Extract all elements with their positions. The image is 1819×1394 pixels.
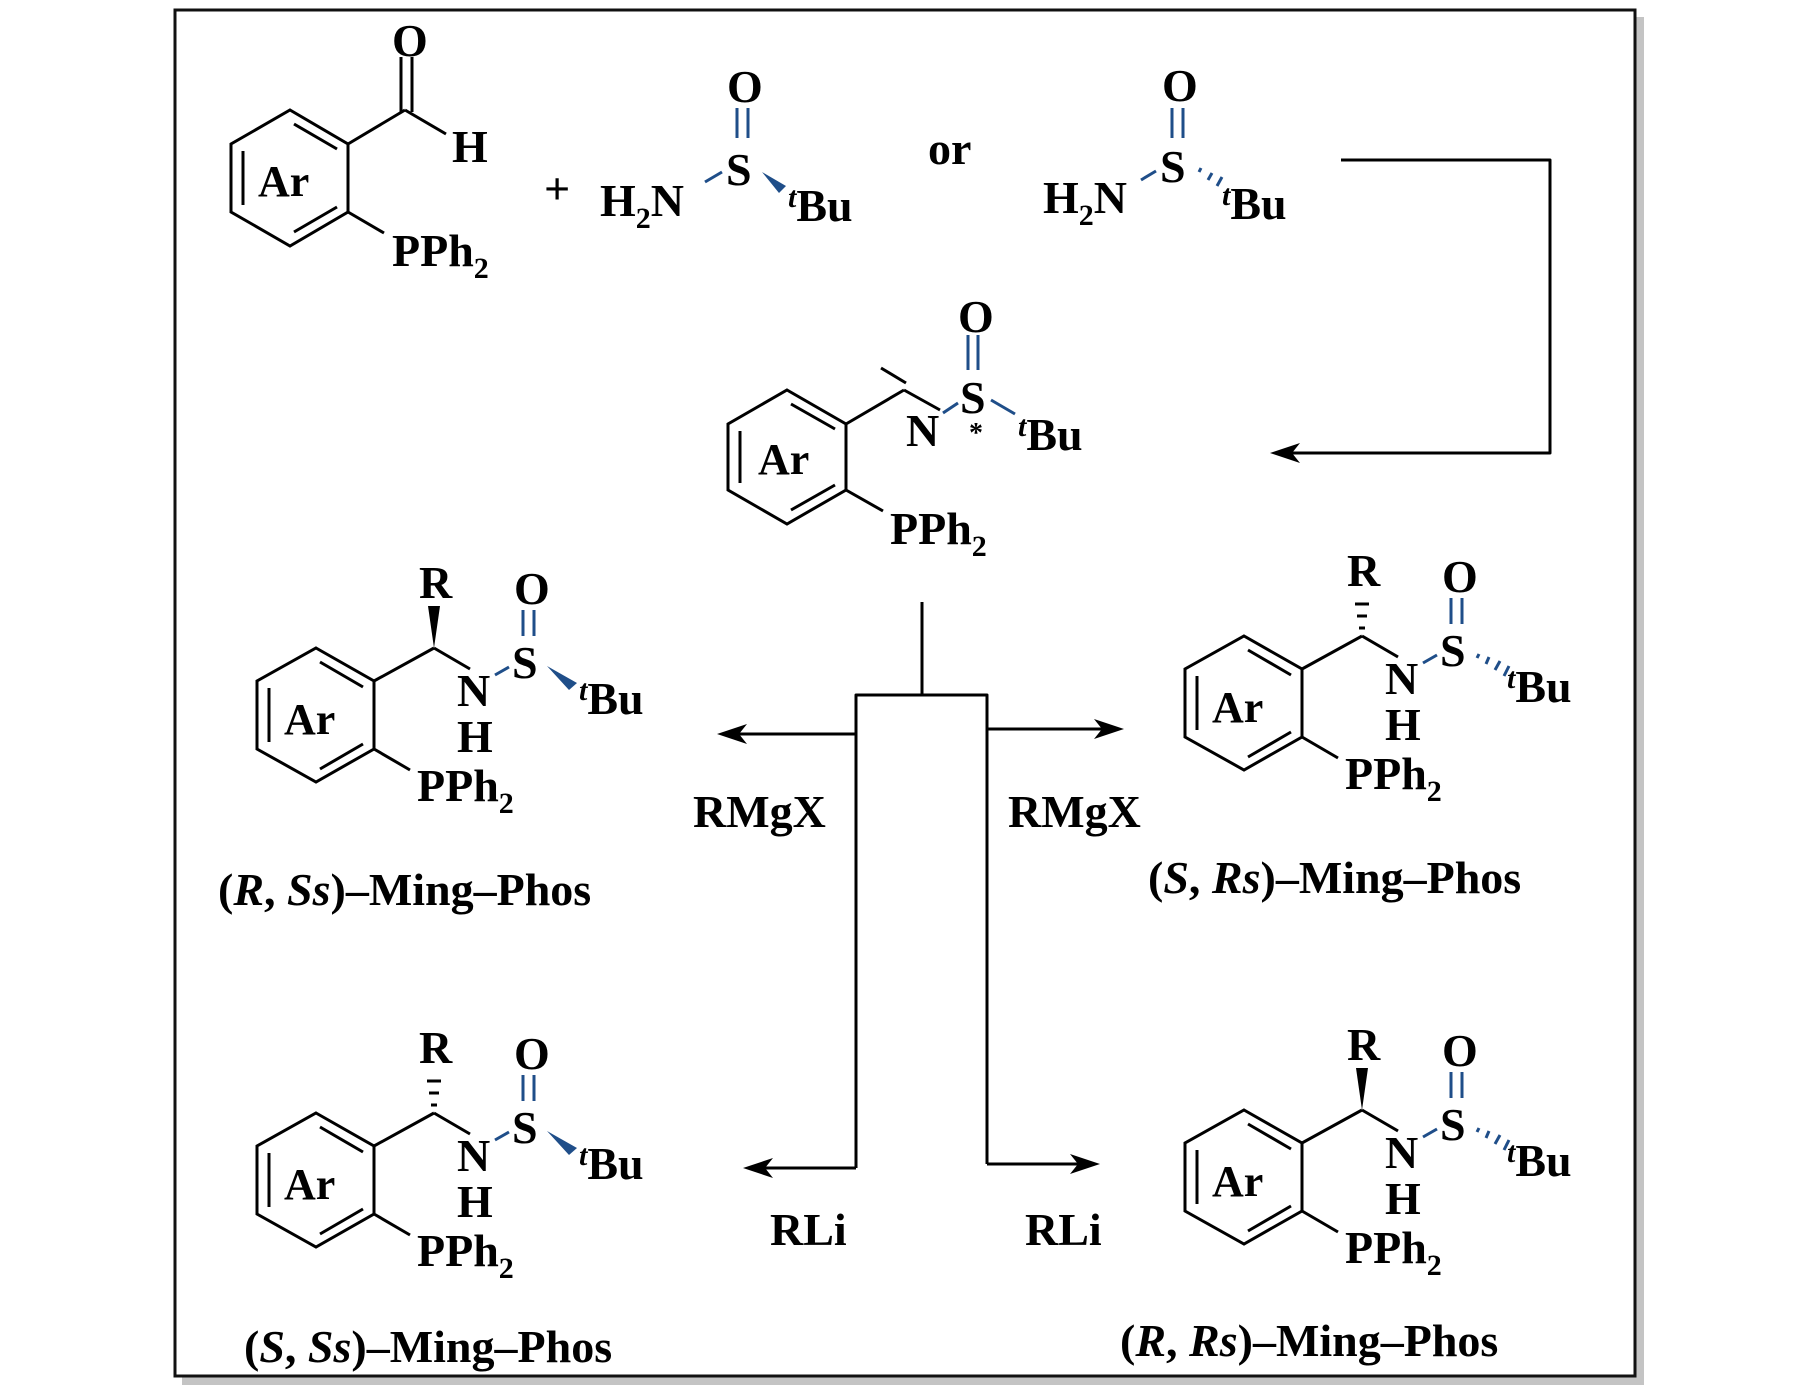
compound-name-S-Ss: (S, Ss)–Ming–Phos <box>244 1321 612 1372</box>
sulfinyl-oxygen: O <box>514 1028 550 1079</box>
tbutyl-group: tBu <box>1507 661 1572 712</box>
tbutyl-group: tBu <box>1222 178 1287 229</box>
tbutyl-group: tBu <box>788 180 853 231</box>
aldehyde-hydrogen: H <box>452 121 488 172</box>
condensation-arrow <box>1285 158 1552 455</box>
or-separator: or <box>928 123 971 174</box>
amine-nitrogen: N <box>457 665 490 716</box>
phosphine-group: PPh2 <box>417 760 514 820</box>
imine-nitrogen: N <box>906 405 939 456</box>
wedge-bond <box>428 606 440 648</box>
reagent-grignard-right: RMgX <box>1008 786 1141 837</box>
sulfinyl-oxygen: O <box>514 563 550 614</box>
tbutyl-group: tBu <box>579 673 644 724</box>
sulfur-atom: S <box>726 144 752 195</box>
r-group: R <box>1347 1019 1381 1070</box>
compound-name-R-Ss: (R, Ss)–Ming–Phos <box>218 864 591 915</box>
sulfur-atom: S <box>512 1102 538 1153</box>
tbutyl-group: tBu <box>579 1138 644 1189</box>
aryl-label: Ar <box>1212 683 1263 732</box>
phosphine-group: PPh2 <box>392 225 489 285</box>
r-group: R <box>1347 545 1381 596</box>
tbutyl-group: tBu <box>1018 409 1083 460</box>
wedge-bond <box>1356 1068 1368 1110</box>
r-group: R <box>419 1022 453 1073</box>
reagent-lithium-right: RLi <box>1025 1204 1102 1255</box>
sulfur-atom: S <box>1440 1099 1466 1150</box>
amine-hydrogen: H <box>457 711 493 762</box>
chiral-center-mark: * <box>969 418 983 449</box>
amine-hydrogen: H <box>1385 699 1421 750</box>
sulfur-atom: S <box>1440 625 1466 676</box>
wedge-bond <box>762 172 786 193</box>
hash-bond <box>1197 167 1224 187</box>
compound-name-R-Rs: (R, Rs)–Ming–Phos <box>1120 1315 1498 1366</box>
aryl-label: Ar <box>758 435 809 484</box>
amine-nitrogen: N <box>1385 653 1418 704</box>
hash-bond <box>427 1079 441 1107</box>
wedge-bond <box>547 1131 577 1155</box>
tbutyl-group: tBu <box>1507 1135 1572 1186</box>
sulfinyl-oxygen: O <box>727 61 763 112</box>
starting-aldehyde: Ar O H PPh2 <box>229 15 489 285</box>
carbonyl-oxygen: O <box>392 15 428 66</box>
aryl-label: Ar <box>258 157 309 206</box>
amine-group: H2N <box>1043 172 1127 232</box>
phosphine-group: PPh2 <box>1345 1222 1442 1282</box>
sulfur-atom: S <box>512 637 538 688</box>
hash-bond <box>1355 602 1369 630</box>
phosphine-group: PPh2 <box>1345 748 1442 808</box>
sulfinyl-imine: Ar N S * O tBu PPh2 <box>726 291 1083 563</box>
amine-group: H2N <box>600 175 684 235</box>
amine-hydrogen: H <box>1385 1173 1421 1224</box>
wedge-bond <box>547 666 577 690</box>
amine-hydrogen: H <box>457 1176 493 1227</box>
aryl-label: Ar <box>284 1160 335 1209</box>
hash-bond <box>1475 653 1511 677</box>
sulfinamide-wedge: H2N S O tBu <box>600 61 853 235</box>
amine-nitrogen: N <box>1385 1127 1418 1178</box>
sulfinyl-oxygen: O <box>1442 551 1478 602</box>
phosphine-group: PPh2 <box>417 1225 514 1285</box>
arrowhead-left <box>1270 443 1300 463</box>
hash-bond <box>1475 1127 1511 1151</box>
n-s-bond <box>704 170 723 184</box>
frame-border <box>173 8 1637 1378</box>
sulfinamide-hash: H2N S O tBu <box>1043 60 1287 232</box>
sulfinyl-oxygen: O <box>1162 60 1198 111</box>
reagent-lithium-left: RLi <box>770 1204 847 1255</box>
plus-sign: + <box>544 163 570 214</box>
sulfur-atom: S <box>960 372 986 423</box>
r-group: R <box>419 557 453 608</box>
phosphine-group: PPh2 <box>890 503 987 563</box>
aryl-label: Ar <box>284 695 335 744</box>
sulfur-atom: S <box>1160 141 1186 192</box>
sulfinyl-oxygen: O <box>1442 1025 1478 1076</box>
reagent-grignard-left: RMgX <box>693 786 826 837</box>
branching-arrows <box>717 602 1124 1178</box>
aryl-label: Ar <box>1212 1157 1263 1206</box>
compound-name-S-Rs: (S, Rs)–Ming–Phos <box>1148 852 1521 903</box>
sulfinyl-oxygen: O <box>958 291 994 342</box>
amine-nitrogen: N <box>457 1130 490 1181</box>
